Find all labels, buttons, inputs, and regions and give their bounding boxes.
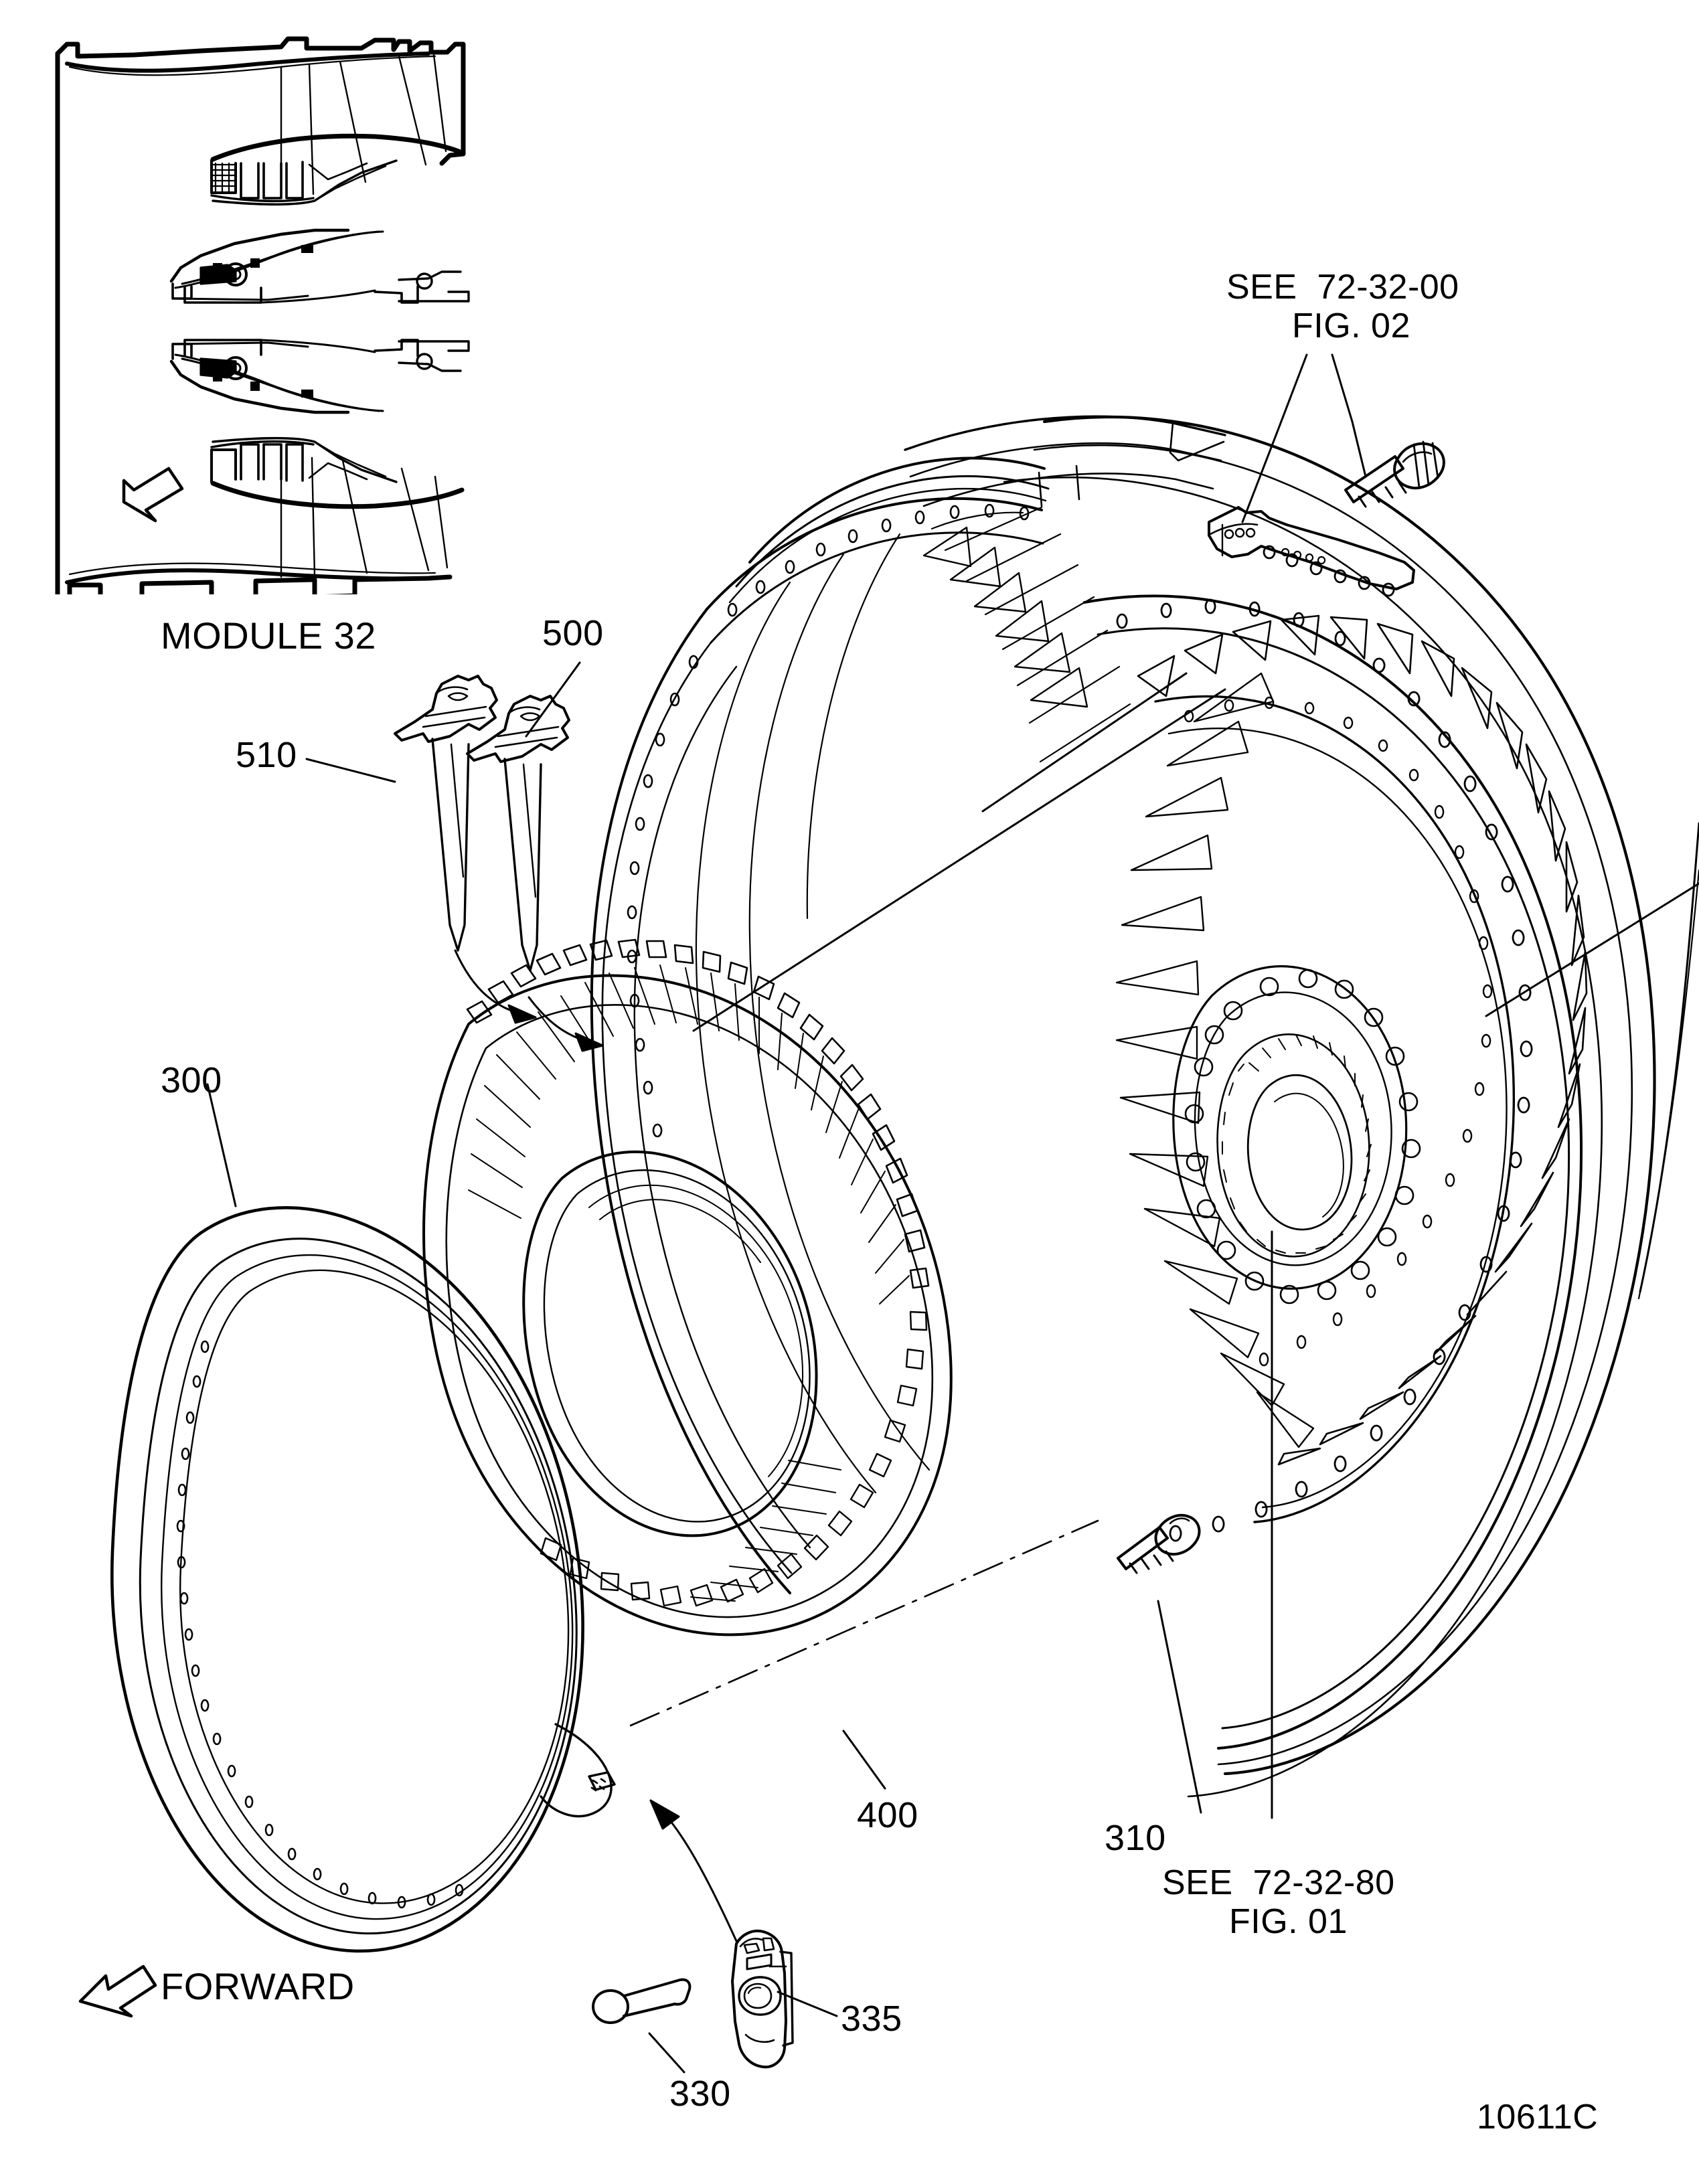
inset-pointer-arrow [122,467,184,523]
reference-7232-80-line2: FIG. 01 [1229,1902,1348,1941]
seal-segment-fig02 [1208,506,1415,597]
callout-310: 310 [1105,1818,1166,1858]
leader-fig02-b [1331,353,1367,478]
forward-label: FORWARD [161,1965,355,2007]
pin-330 [592,1978,692,2024]
module-label: MODULE 32 [161,614,376,657]
leader-310 [1157,1600,1202,1814]
leader-400 [842,1730,886,1790]
retainer-keys-500-510 [394,675,570,972]
reference-7232-00-line2: FIG. 02 [1292,307,1410,345]
reference-7232-80-line1: SEE 72-32-80 [1162,1863,1395,1902]
leader-300 [206,1083,237,1207]
leader-510 [305,758,396,783]
reference-7232-00-line1: SEE 72-32-00 [1226,268,1459,307]
rear-turbine-assembly [1003,416,1699,1798]
bladed-seal-ring-400 [422,938,953,1636]
callout-330: 330 [669,2074,731,2114]
leader-330 [648,2032,685,2074]
callout-335: 335 [841,1999,902,2039]
bolt-310 [1117,1514,1201,1574]
assembly-arrows [454,949,604,1052]
leader-lines [206,353,1699,2074]
callout-500: 500 [542,613,604,653]
leader-nozzle [692,688,1226,1032]
outer-flanged-ring-300 [110,1206,616,1953]
leader-335 [777,1991,838,2017]
figure-code: 10611C [1477,2098,1599,2136]
callout-300: 300 [161,1060,222,1100]
leader-casing-band [981,672,1188,813]
centerline [629,1519,1099,1727]
front-outer-casing [590,415,1226,1594]
bracket-install-arrow [649,1799,738,1942]
leader-fig02-a [1241,353,1308,523]
bracket-clip-335 [731,1930,794,2069]
bolt-fig02 [1344,440,1445,508]
callout-400: 400 [857,1795,918,1835]
module-inset [55,36,470,594]
callout-510: 510 [236,735,297,775]
forward-arrow [78,1964,157,2018]
leader-rear-disc [1485,882,1699,1017]
